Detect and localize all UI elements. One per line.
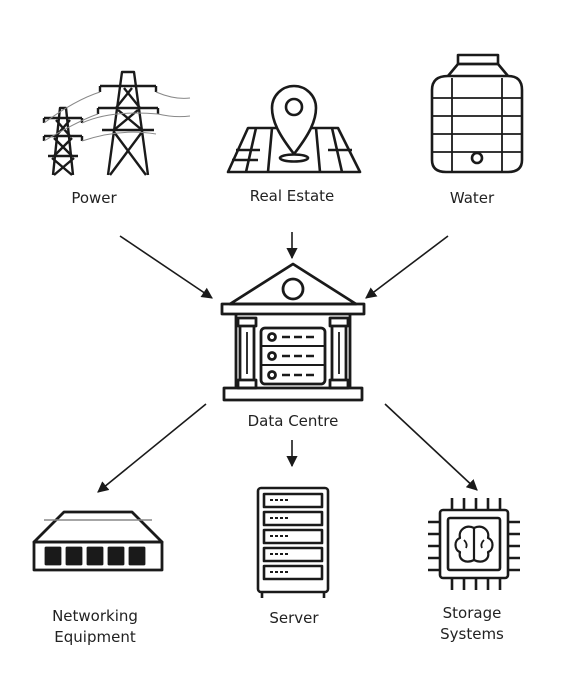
label-storage-line2: Systems (440, 625, 504, 643)
label-server: Server (244, 608, 344, 629)
label-data-centre-text: Data Centre (247, 412, 339, 430)
label-real-estate-text: Real Estate (249, 187, 335, 205)
label-power-text: Power (71, 189, 117, 207)
arrow-water-to-datacentre (365, 235, 449, 299)
label-networking-equipment: Networking Equipment (35, 606, 155, 648)
arrow-datacentre-to-networking (97, 403, 207, 493)
label-server-text: Server (269, 609, 319, 627)
label-data-centre: Data Centre (228, 411, 358, 432)
label-water-text: Water (449, 189, 495, 207)
label-networking-line1: Networking (52, 607, 138, 625)
map-pin-icon (226, 84, 362, 174)
network-switch-icon (32, 510, 164, 572)
label-networking-line2: Equipment (54, 628, 136, 646)
label-power: Power (44, 188, 144, 209)
label-water: Water (422, 188, 522, 209)
arrow-power-to-datacentre (119, 235, 213, 299)
chip-brain-icon (428, 498, 520, 590)
water-tank-icon (430, 53, 524, 174)
label-storage-systems: Storage Systems (422, 603, 522, 645)
server-rack-icon (256, 486, 330, 598)
power-pylon-icon (42, 70, 191, 176)
data-centre-building-icon (220, 262, 366, 402)
connector-arrows (97, 232, 478, 493)
label-real-estate: Real Estate (232, 186, 352, 207)
label-storage-line1: Storage (442, 604, 502, 622)
arrow-datacentre-to-storage (384, 403, 478, 491)
